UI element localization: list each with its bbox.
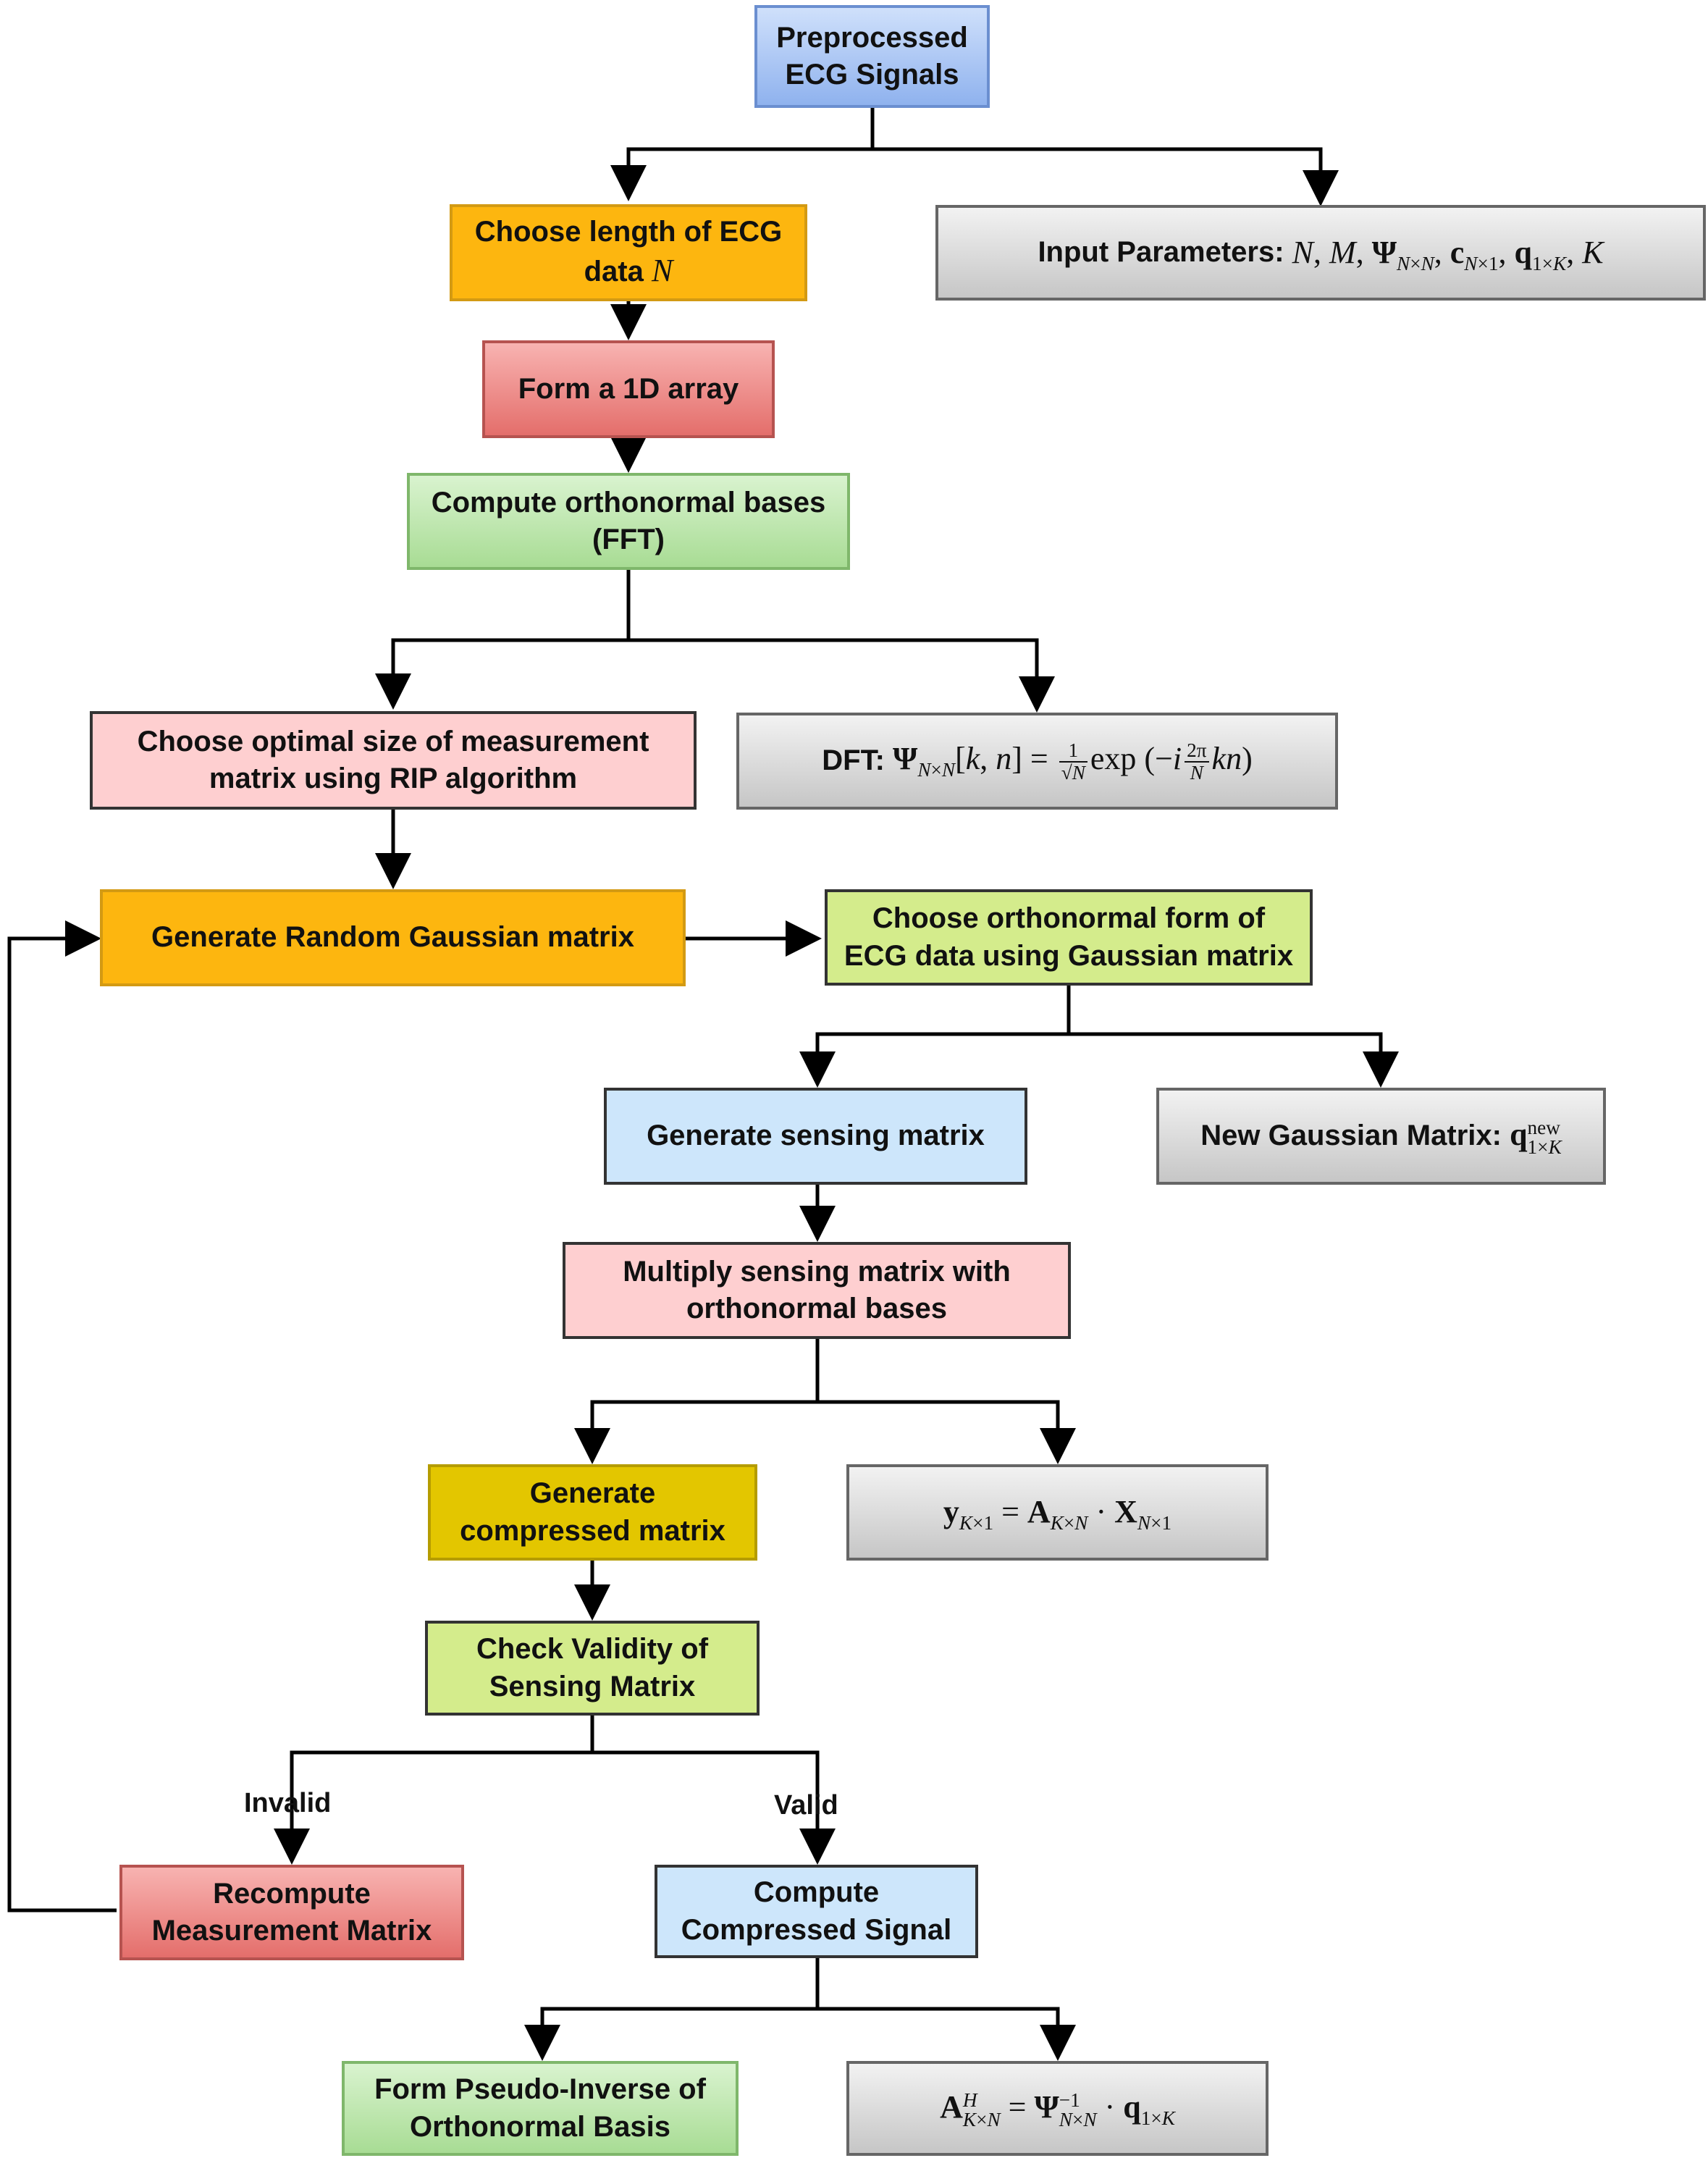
node-text: Multiply sensing matrix with (623, 1255, 1011, 1288)
node-text: Generate (529, 1477, 656, 1510)
node-text: Generate Random Gaussian matrix (151, 921, 634, 954)
dft-label: DFT: (822, 744, 885, 777)
node-choose-length[interactable]: Choose length of ECG data N (450, 204, 807, 301)
node-text: (FFT) (592, 524, 665, 555)
edge-to-input-params (872, 147, 1339, 206)
edge-check-split (274, 1716, 594, 1865)
new-gaussian-label: New Gaussian Matrix: (1200, 1120, 1502, 1152)
node-preprocessed-ecg[interactable]: Preprocessed ECG Signals (754, 5, 990, 108)
node-text: orthonormal bases (686, 1293, 948, 1324)
node-text: Choose length of ECG (474, 216, 783, 248)
edge-orthonormal-split (799, 986, 1071, 1088)
node-compute-compressed-signal[interactable]: Compute Compressed Signal (655, 1865, 978, 1958)
node-pseudo-inverse[interactable]: Form Pseudo-Inverse of Orthonormal Basis (342, 2061, 739, 2156)
node-text: Preprocessed (776, 21, 968, 54)
math-N: N (652, 253, 673, 289)
node-text: Choose orthonormal form of (872, 902, 1266, 935)
edge-preprocessed-split (610, 108, 875, 201)
label-valid: Valid (774, 1790, 838, 1821)
node-generate-sensing[interactable]: Generate sensing matrix (604, 1088, 1027, 1185)
node-text: Check Validity of (476, 1633, 709, 1666)
node-text: Sensing Matrix (489, 1670, 696, 1703)
edge-multiply-split (574, 1339, 820, 1464)
node-text: Form a 1D array (518, 372, 739, 405)
node-generate-gaussian[interactable]: Generate Random Gaussian matrix (100, 889, 686, 986)
node-text: Compute orthonormal bases (431, 486, 826, 518)
node-choose-orthonormal-form[interactable]: Choose orthonormal form of ECG data usin… (825, 889, 1313, 986)
edge-check-to-valid (592, 1750, 836, 1865)
node-text: Form Pseudo-Inverse of (374, 2073, 706, 2106)
edge-to-a-equation (817, 2007, 1076, 2061)
node-choose-optimal-size[interactable]: Choose optimal size of measurement matri… (90, 711, 697, 810)
node-text: Generate sensing matrix (647, 1120, 985, 1152)
node-text: ECG data using Gaussian matrix (844, 939, 1294, 972)
node-text: Measurement Matrix (151, 1915, 432, 1947)
math-input-params: N, M, ΨN×N, cN×1, q1×K, K (1292, 234, 1604, 274)
node-text-with-math: data N (584, 253, 673, 289)
node-input-parameters[interactable]: Input Parameters: N, M, ΨN×N, cN×1, q1×K… (935, 205, 1706, 301)
node-text: ECG Signals (785, 59, 959, 91)
edge-to-new-gaussian (1069, 1032, 1399, 1088)
node-recompute-measurement[interactable]: Recompute Measurement Matrix (119, 1865, 464, 1960)
node-text: matrix using RIP algorithm (209, 763, 578, 794)
node-generate-compressed[interactable]: Generate compressed matrix (428, 1464, 757, 1561)
node-text: Recompute (213, 1877, 371, 1910)
node-form-1d-array[interactable]: Form a 1D array (482, 340, 775, 438)
math-y-equation: yK×1 = AK×N · XN×1 (943, 1494, 1172, 1534)
node-text: Compressed Signal (681, 1913, 952, 1946)
edge-to-dft (628, 638, 1055, 713)
node-text: Compute (753, 1876, 880, 1909)
input-params-label: Input Parameters: (1038, 236, 1284, 269)
edge-to-y-equation (817, 1400, 1076, 1464)
edge-bases-split (375, 570, 631, 710)
node-multiply-sensing[interactable]: Multiply sensing matrix with orthonormal… (563, 1242, 1071, 1339)
node-check-validity[interactable]: Check Validity of Sensing Matrix (425, 1621, 760, 1716)
label-invalid: Invalid (244, 1788, 332, 1818)
node-text: compressed matrix (460, 1514, 725, 1547)
node-text: Choose optimal size of measurement (137, 725, 649, 757)
edge-signal-split (524, 1958, 820, 2061)
node-text: Orthonormal Basis (409, 2110, 671, 2143)
edge-recompute-loop (7, 920, 117, 1913)
node-y-equation[interactable]: yK×1 = AK×N · XN×1 (846, 1464, 1269, 1561)
node-compute-orthonormal-bases[interactable]: Compute orthonormal bases (FFT) (407, 473, 850, 570)
